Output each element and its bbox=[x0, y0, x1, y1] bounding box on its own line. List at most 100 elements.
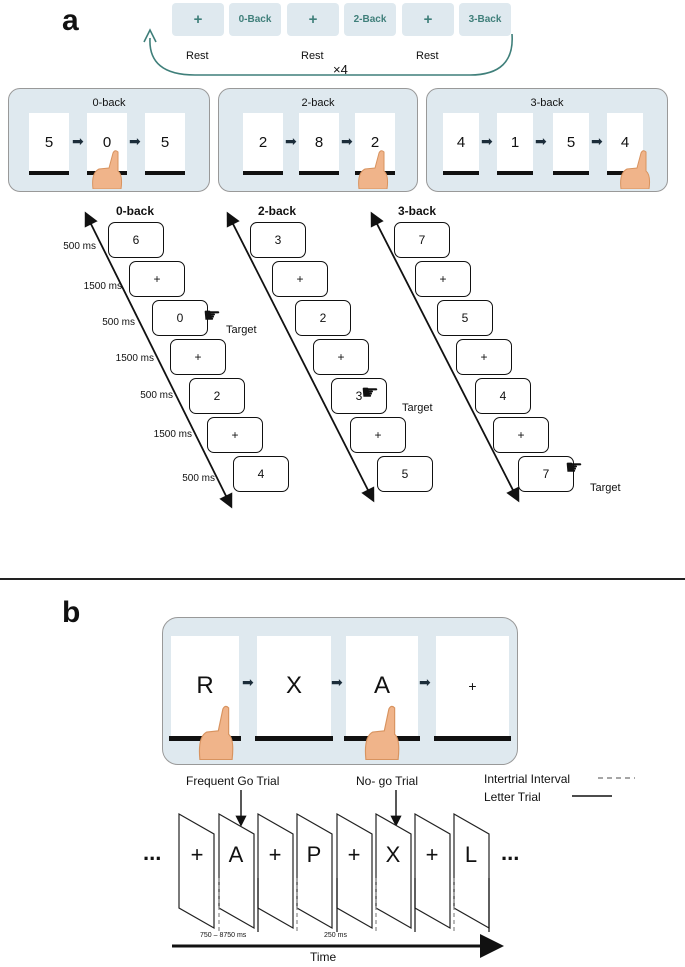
gonogo-card: X bbox=[257, 636, 331, 736]
arrow-right-icon: ➡ bbox=[129, 133, 141, 149]
gonogo-example-panel: R ➡ X ➡ A ➡ + bbox=[162, 617, 518, 765]
stimulus-box: 4 bbox=[233, 456, 289, 492]
finger-press-icon bbox=[620, 150, 651, 189]
card-bar bbox=[299, 171, 339, 175]
card: 1 bbox=[497, 113, 533, 171]
ellipsis-left: ... bbox=[143, 840, 162, 865]
arrow-right-icon: ➡ bbox=[331, 674, 343, 690]
panel-a-label: a bbox=[62, 4, 79, 37]
sequence-title: 3-back bbox=[398, 204, 437, 218]
nogo-label: No- go Trial bbox=[356, 774, 419, 788]
block-3back: 3-Back bbox=[459, 3, 511, 36]
example-title: 2-back bbox=[301, 97, 335, 109]
target-label: Target bbox=[402, 402, 433, 414]
iti-range-label: 750 – 8750 ms bbox=[200, 932, 247, 939]
arrow-right-icon: ➡ bbox=[535, 133, 547, 149]
example-title: 0-back bbox=[92, 97, 126, 109]
duration-label: 500 ms bbox=[102, 317, 135, 328]
stimulus-box: 0 bbox=[152, 300, 208, 336]
finger-press-icon bbox=[364, 705, 400, 760]
block-2back: 2-Back bbox=[344, 3, 396, 36]
finger-press-icon bbox=[92, 150, 123, 189]
arrow-right-icon: ➡ bbox=[419, 674, 431, 690]
arrow-right-icon: ➡ bbox=[481, 133, 493, 149]
strip-item: X bbox=[385, 842, 401, 867]
card: 5 bbox=[29, 113, 69, 171]
arrow-right-icon: ➡ bbox=[591, 133, 603, 149]
card-bar bbox=[255, 736, 333, 741]
sequence-title: 2-back bbox=[258, 204, 297, 218]
example-title: 3-back bbox=[530, 97, 564, 109]
gonogo-card: + bbox=[436, 636, 509, 736]
card-bar bbox=[553, 171, 589, 175]
duration-label: 1500 ms bbox=[115, 353, 154, 364]
gonogo-card: A bbox=[346, 636, 418, 736]
duration-label: 500 ms bbox=[63, 241, 96, 252]
stimulus-box: 5 bbox=[437, 300, 493, 336]
pointing-hand-icon: ☛ bbox=[361, 382, 379, 404]
stimulus-box: + bbox=[456, 339, 512, 375]
duration-label: 500 ms bbox=[182, 473, 215, 484]
stimulus-box: 7 bbox=[394, 222, 450, 258]
gonogo-strip-graphics bbox=[172, 777, 635, 958]
timeline-arrows bbox=[84, 211, 520, 509]
stimulus-box: 3 bbox=[331, 378, 387, 414]
arrow-right-icon: ➡ bbox=[285, 133, 297, 149]
card-bar bbox=[443, 171, 479, 175]
card: 5 bbox=[553, 113, 589, 171]
block-rest-2: + bbox=[287, 3, 339, 36]
ellipsis-right: ... bbox=[501, 840, 520, 865]
card-bar bbox=[243, 171, 283, 175]
stimulus-box: 2 bbox=[189, 378, 245, 414]
strip-item: + bbox=[190, 842, 204, 867]
strip-item: P bbox=[306, 842, 322, 867]
stimulus-box: 6 bbox=[108, 222, 164, 258]
strip-item: + bbox=[268, 842, 282, 867]
example-panel-2back: 2-back 2 ➡ 8 ➡ 2 bbox=[218, 88, 418, 192]
section-divider bbox=[0, 578, 685, 580]
rest-label-3: Rest bbox=[416, 50, 439, 62]
strip-item: A bbox=[228, 842, 244, 867]
target-label: Target bbox=[590, 482, 621, 494]
stimulus-box: + bbox=[350, 417, 406, 453]
rest-label-1: Rest bbox=[186, 50, 209, 62]
card: 2 bbox=[355, 113, 395, 171]
stimulus-box: 3 bbox=[250, 222, 306, 258]
card: 0 bbox=[87, 113, 127, 171]
arrow-right-icon: ➡ bbox=[72, 133, 84, 149]
card-bar bbox=[434, 736, 511, 741]
card: 4 bbox=[443, 113, 479, 171]
legend-iti-label: Intertrial Interval bbox=[484, 772, 571, 786]
card-bar bbox=[29, 171, 69, 175]
block-rest-3: + bbox=[402, 3, 454, 36]
duration-label: 1500 ms bbox=[153, 429, 192, 440]
frequent-go-label: Frequent Go Trial bbox=[186, 774, 280, 788]
stimulus-box: + bbox=[129, 261, 185, 297]
stimulus-box: 7 bbox=[518, 456, 574, 492]
stimulus-box: 5 bbox=[377, 456, 433, 492]
arrow-right-icon: ➡ bbox=[341, 133, 353, 149]
strip-item: + bbox=[347, 842, 361, 867]
repeat-label: ×4 bbox=[333, 62, 348, 77]
sequence-title: 0-back bbox=[116, 204, 155, 218]
stimulus-box: + bbox=[207, 417, 263, 453]
stimulus-box: + bbox=[493, 417, 549, 453]
repeat-loop-arrow bbox=[143, 28, 513, 76]
block-rest-1: + bbox=[172, 3, 224, 36]
card: 4 bbox=[607, 113, 643, 171]
rest-label-2: Rest bbox=[301, 50, 324, 62]
stimulus-box: + bbox=[313, 339, 369, 375]
card: 8 bbox=[299, 113, 339, 171]
stimulus-box: 2 bbox=[295, 300, 351, 336]
panel-b-label: b bbox=[62, 596, 81, 629]
card: 2 bbox=[243, 113, 283, 171]
pointing-hand-icon: ☛ bbox=[203, 305, 221, 327]
time-axis-label: Time bbox=[310, 950, 337, 964]
strip-item: L bbox=[464, 842, 478, 867]
stimulus-box: + bbox=[415, 261, 471, 297]
stimulus-box: + bbox=[170, 339, 226, 375]
stimulus-box: + bbox=[272, 261, 328, 297]
card-bar bbox=[145, 171, 185, 175]
block-0back: 0-Back bbox=[229, 3, 281, 36]
legend-letter-label: Letter Trial bbox=[484, 790, 541, 804]
